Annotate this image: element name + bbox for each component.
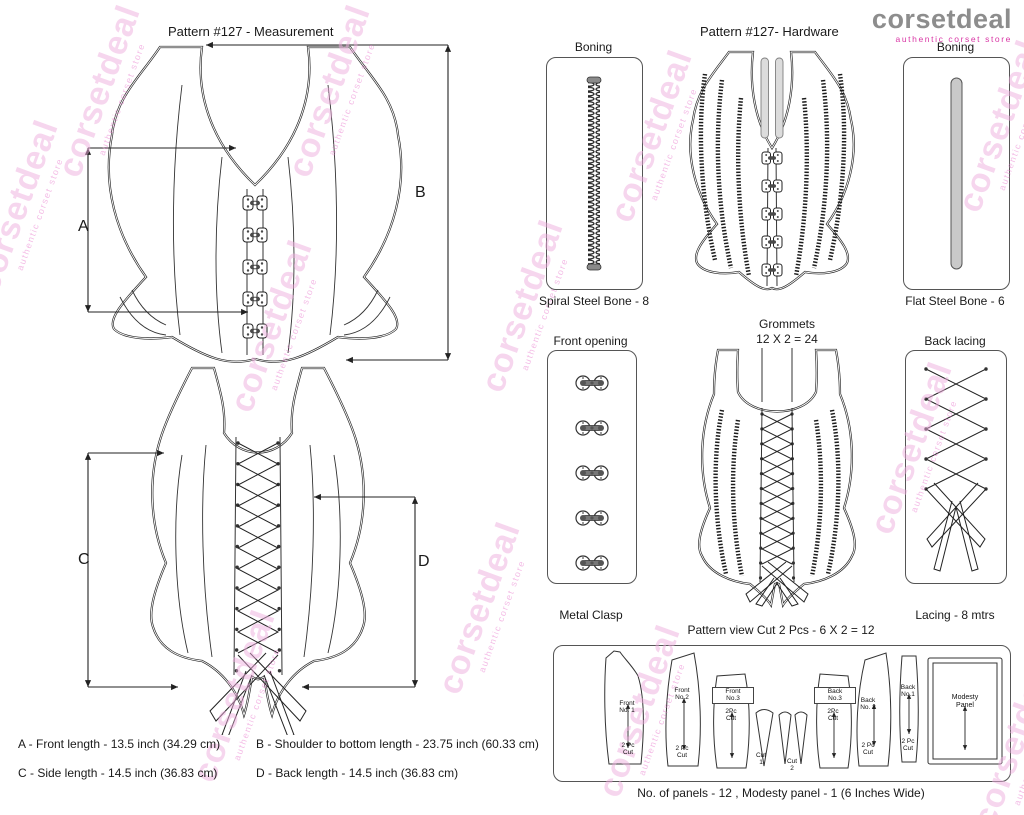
pattern-view-title: Pattern view Cut 2 Pcs - 6 X 2 = 12 xyxy=(687,623,875,637)
measurement-title: Pattern #127 - Measurement xyxy=(168,24,334,39)
panel-label-back1: Back No.1 xyxy=(900,684,916,699)
panel-label-front2: Front No.2 xyxy=(674,687,690,702)
brand-tagline: authentic corset store xyxy=(895,34,1012,44)
metal-clasps-drawing xyxy=(575,375,609,571)
panel-label-cut1: Cut 1 xyxy=(755,752,767,767)
lacing-drawing xyxy=(924,367,988,572)
front-opening-label: Front opening xyxy=(553,334,628,348)
flat-bone-drawing xyxy=(950,77,963,270)
back-lacing-label: Back lacing xyxy=(924,334,986,348)
panel-cut-back1: 2 Pc Cut xyxy=(901,738,915,753)
note-d: D - Back length - 14.5 inch (36.83 cm) xyxy=(256,766,459,780)
brand-name: corsetdeal xyxy=(871,4,1012,34)
dim-label-c: C xyxy=(78,551,90,568)
panel-label-back3: Back No.3 xyxy=(814,687,856,704)
back-lacing-box xyxy=(905,350,1007,584)
note-a: A - Front length - 13.5 inch (34.29 cm) xyxy=(18,737,221,751)
grommet-pointer-lines xyxy=(761,348,793,402)
note-b: B - Shoulder to bottom length - 23.75 in… xyxy=(256,737,539,751)
panel-label-modesty: Modesty Panel xyxy=(951,694,979,710)
spiral-bone-caption: Spiral Steel Bone - 8 xyxy=(538,294,650,308)
spiral-bone-box xyxy=(546,57,643,290)
flat-bone-label: Boning xyxy=(936,40,975,54)
panel-cut-front2: 2 Pc Cut xyxy=(675,745,689,760)
spiral-bone-drawing xyxy=(586,76,602,271)
hardware-title: Pattern #127- Hardware xyxy=(700,24,839,39)
panel-label-front1: Front No. 1 xyxy=(619,700,635,715)
hardware-back-corset xyxy=(698,348,856,609)
grommets-label-line1: Grommets xyxy=(758,317,815,331)
pattern-view-footer: No. of panels - 12 , Modesty panel - 1 (… xyxy=(637,786,925,800)
hardware-front-corset xyxy=(689,50,855,291)
dim-label-b: B xyxy=(415,184,426,201)
front-opening-box xyxy=(547,350,637,584)
panel-cut-front3: 2Pc Cut xyxy=(725,708,737,723)
panel-label-back2: Back No. 2 xyxy=(860,697,876,712)
dim-label-d: D xyxy=(418,553,430,570)
note-c: C - Side length - 14.5 inch (36.83 cm) xyxy=(18,766,218,780)
flat-bone-caption: Flat Steel Bone - 6 xyxy=(905,294,1005,308)
panel-label-front3: Front No.3 xyxy=(712,687,754,704)
dim-label-a: A xyxy=(78,218,89,235)
back-corset-outline xyxy=(150,366,366,719)
grommets-label-line2: 12 X 2 = 24 xyxy=(756,332,818,346)
panel-cut-front1: 2 Pc Cut xyxy=(621,742,635,757)
brand-logo: corsetdeal authentic corset store xyxy=(871,4,1012,45)
panel-label-cut2: Cut 2 xyxy=(786,758,798,773)
spiral-bone-label: Boning xyxy=(574,40,613,54)
measurement-diagram xyxy=(84,41,452,735)
flat-bone-box xyxy=(903,57,1010,290)
metal-clasp-caption: Metal Clasp xyxy=(559,608,623,622)
lacing-caption: Lacing - 8 mtrs xyxy=(915,608,995,622)
panel-cut-back2: 2 Pc Cut xyxy=(861,742,875,757)
